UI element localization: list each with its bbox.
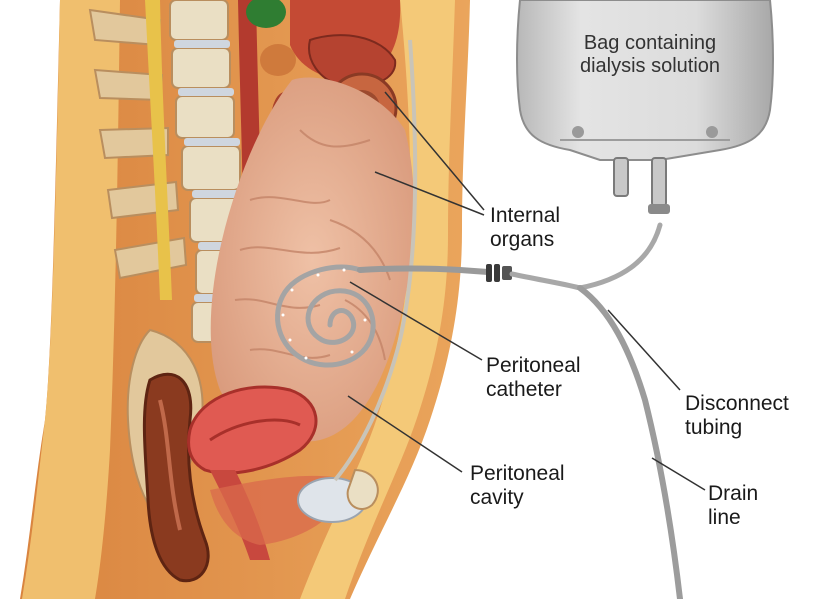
bag-label-line1: Bag containing [583,32,717,54]
peritoneal-cavity-line2: cavity [470,486,524,509]
disconnect-tubing-line2: tubing [685,416,743,439]
peritoneal-catheter-label: Peritoneal catheter [486,354,581,402]
bag-line [577,222,663,291]
drain-tube [577,285,683,599]
peritoneal-catheter-tube [357,265,491,275]
uterus [187,385,318,475]
bag-eyelet-right [706,126,718,138]
bag-label: Bag containing dialysis solution [540,32,760,78]
pubic-bone [346,468,379,510]
internal-organs-label: Internal organs [490,204,560,252]
spinal-cord [145,0,172,300]
dialysis-bag [516,0,774,161]
drain-line-line1: Drain [708,482,759,505]
internal-organs-line2: organs [490,228,555,251]
disconnect-tubing-line1: Disconnect [685,392,789,415]
drain-line-label: Drain line [708,482,758,530]
disconnect-tubing-label: Disconnect tubing [685,392,789,440]
bag-label-line2: dialysis solution [579,55,721,77]
leader-lines [347,91,706,491]
pancreas [308,34,397,88]
peritoneal-cavity-label: Peritoneal cavity [470,462,565,510]
small-organ [260,44,296,76]
bag-eyelet-left [572,126,584,138]
catheter-coil-dots [281,268,367,360]
internal-organs-line1: Internal [490,204,561,227]
back-fat [22,0,120,599]
bag-ports [613,157,667,207]
disconnect-tubing [509,271,583,291]
rectum [142,372,210,583]
catheter-connector [486,264,512,282]
peritoneal-catheter-line2: catheter [486,378,562,401]
catheter-coil [275,264,376,368]
drain-line-line2: line [708,506,741,529]
peritoneal-catheter-line1: Peritoneal [486,354,581,377]
gallbladder [246,0,286,28]
peritoneal-cavity-line1: Peritoneal [470,462,565,485]
